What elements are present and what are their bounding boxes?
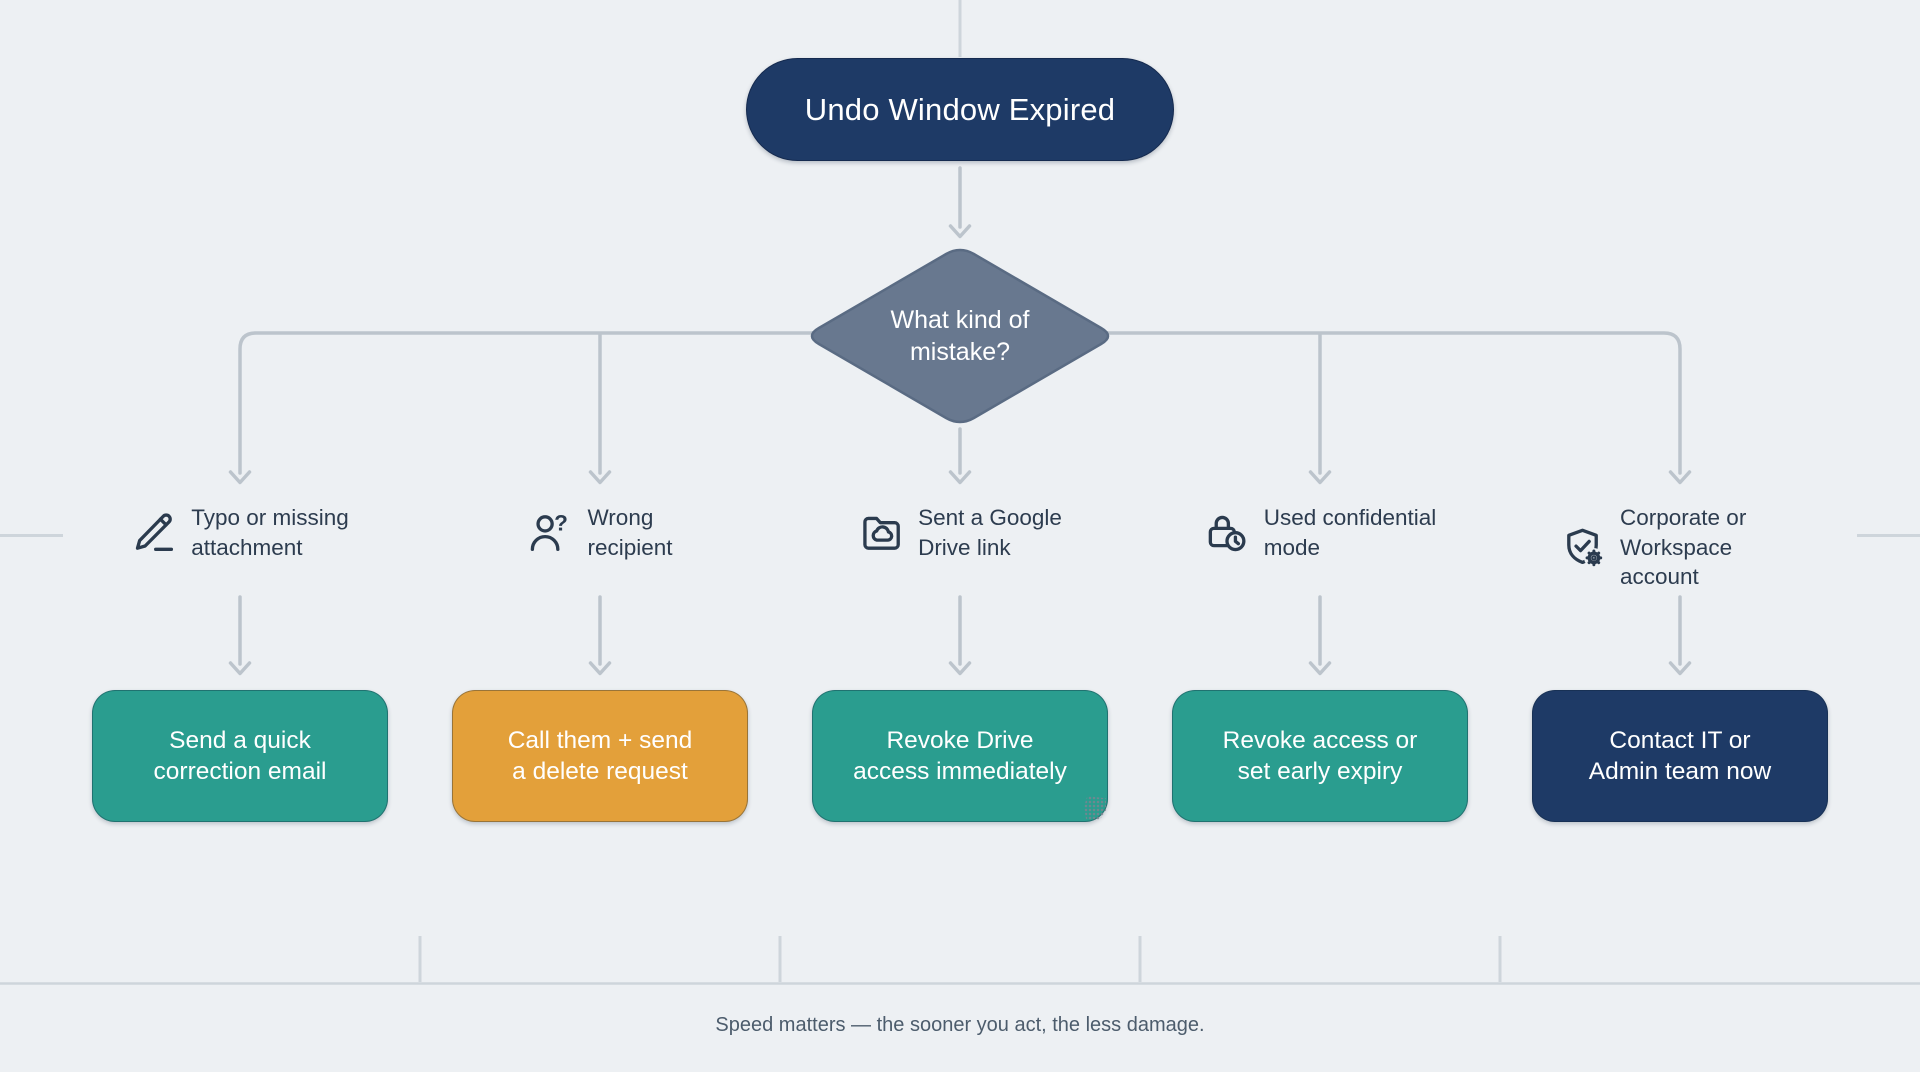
branch-label-text: Wrong recipient bbox=[587, 505, 673, 560]
footer-note: Speed matters — the sooner you act, the … bbox=[715, 1014, 1205, 1036]
action-box-delete-request: Call them + send a delete request bbox=[452, 690, 748, 822]
decision-node bbox=[797, 240, 1123, 432]
cursor-artifact bbox=[1084, 796, 1106, 820]
branch-label-confidential-mode: Used confidential mode bbox=[1204, 503, 1437, 562]
person-question-icon: ? bbox=[530, 511, 568, 552]
action-box-contact-it: Contact IT or Admin team now bbox=[1532, 690, 1828, 822]
pencil-line-icon bbox=[135, 513, 174, 552]
branch-label-drive-link: Sent a Google Drive link bbox=[858, 503, 1062, 562]
action-box-revoke-access: Revoke access or set early expiry bbox=[1172, 690, 1468, 822]
action-box-revoke-drive: Revoke Drive access immediately bbox=[812, 690, 1108, 822]
root-node: Undo Window Expired bbox=[746, 58, 1174, 161]
grid-marks bbox=[0, 0, 1920, 985]
connector-lines bbox=[228, 166, 1692, 676]
branch-label-text: Typo or missing attachment bbox=[191, 505, 349, 560]
decision-label: What kind of mistake? bbox=[890, 306, 1030, 366]
folder-cloud-icon bbox=[863, 516, 900, 551]
decision-diamond-shape bbox=[810, 248, 1110, 424]
branch-label-typo: Typo or missing attachment bbox=[131, 503, 349, 562]
branch-label-text: Sent a Google Drive link bbox=[918, 505, 1062, 560]
branch-label-wrong-recipient: ? Wrong recipient bbox=[527, 503, 673, 562]
shield-check-gear-icon bbox=[1567, 528, 1604, 568]
action-box-correction-email: Send a quick correction email bbox=[92, 690, 388, 822]
svg-text:?: ? bbox=[554, 511, 568, 536]
branch-label-text: Used confidential mode bbox=[1263, 505, 1437, 560]
branch-label-text: Corporate or Workspace account bbox=[1620, 505, 1747, 590]
branch-label-corporate-account: Corporate or Workspace account bbox=[1560, 503, 1800, 592]
lock-clock-icon bbox=[1208, 515, 1246, 552]
